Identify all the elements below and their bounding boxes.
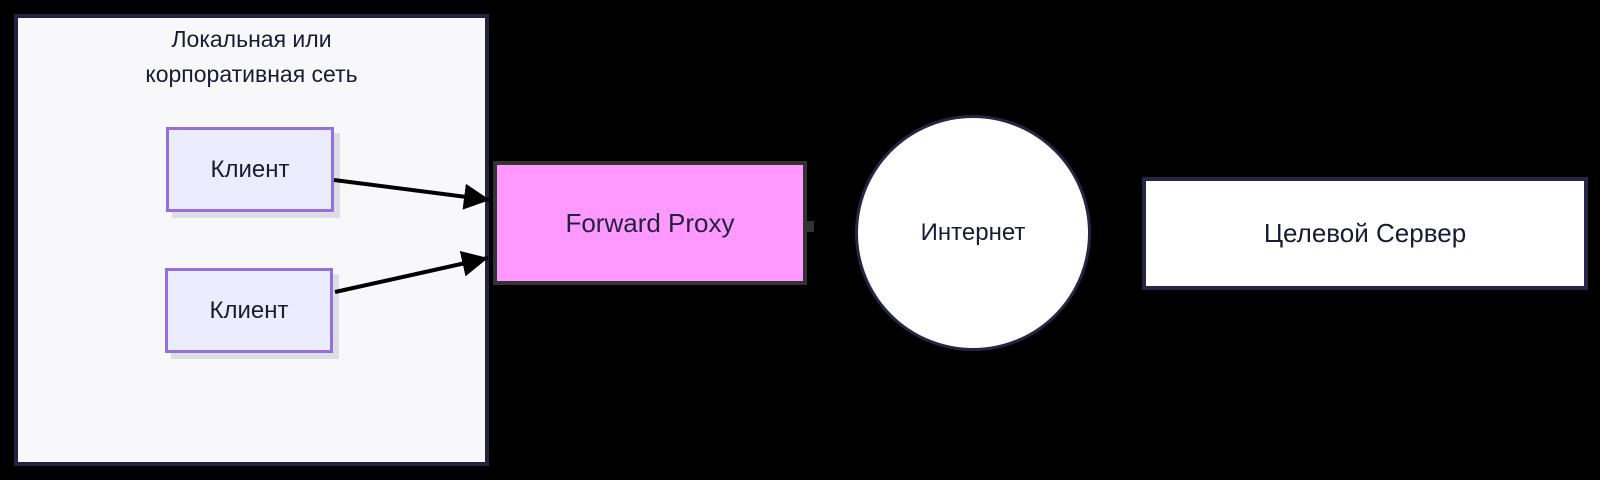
node-internet: Интернет [855, 115, 1091, 351]
node-client-2: Клиент [165, 268, 333, 353]
node-forward-proxy-label: Forward Proxy [565, 207, 735, 238]
node-client-2-label: Клиент [209, 296, 289, 324]
node-target-server-label: Целевой Сервер [1263, 218, 1467, 248]
network-title-line2: корпоративная сеть [145, 61, 358, 87]
node-client-1-label: Клиент [210, 155, 290, 183]
network-title-line1: Локальная или [171, 26, 332, 52]
network-group: Локальная или корпоративная сеть Клиент … [14, 14, 489, 466]
node-target-server: Целевой Сервер [1142, 177, 1588, 290]
edge-proxy-to-internet-stub [806, 221, 814, 232]
node-client-1: Клиент [166, 127, 334, 212]
network-group-title: Локальная или корпоративная сеть [18, 22, 485, 92]
node-internet-label: Интернет [920, 219, 1026, 246]
node-forward-proxy: Forward Proxy [493, 161, 807, 285]
